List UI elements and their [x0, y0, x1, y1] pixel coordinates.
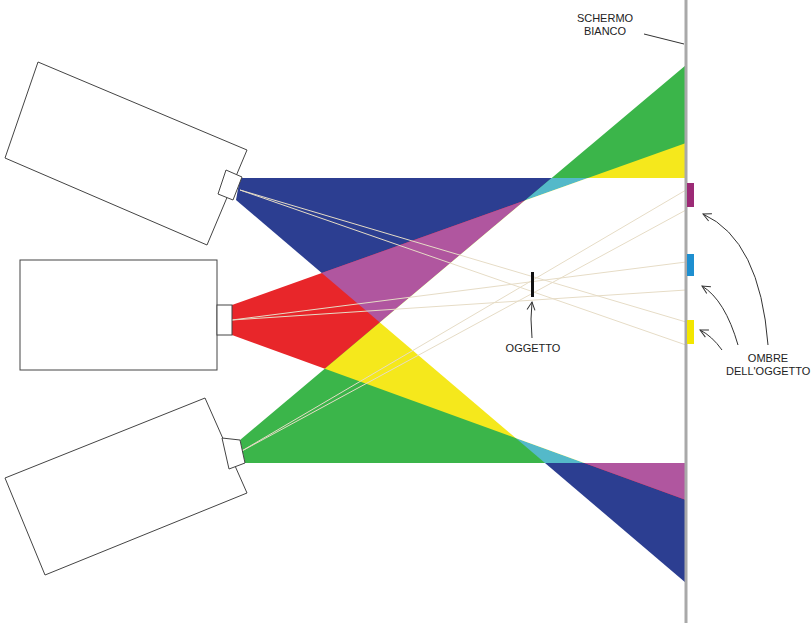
- cyan-overlap: [240, 65, 686, 463]
- green-beam: [240, 65, 686, 463]
- shadow-yellow: [687, 320, 694, 344]
- shadow-label: OMBRE DELL'OGGETTO: [726, 352, 810, 378]
- object-label: OGGETTO: [496, 342, 570, 355]
- projector-top: [5, 62, 247, 245]
- yellow-overlap: [240, 65, 686, 463]
- shadow-leader-magenta: [703, 214, 768, 345]
- lens-middle: [217, 305, 232, 335]
- white-overlap: [240, 65, 686, 463]
- lens-top: [218, 170, 242, 200]
- projector-bottom: [5, 398, 247, 575]
- object-bar: [531, 272, 534, 297]
- shadow-cyan: [687, 254, 694, 276]
- screen-leader: [644, 34, 684, 44]
- shadow-leader-cyan: [702, 286, 738, 345]
- screen-label: SCHERMO BIANCO: [566, 12, 644, 38]
- light-rays: [232, 190, 686, 452]
- shadow-leader-yellow: [700, 330, 722, 350]
- object-leader: [531, 302, 532, 338]
- projector-middle: [20, 260, 217, 370]
- lens-bottom: [222, 438, 245, 469]
- shadow-magenta: [687, 183, 694, 207]
- white-screen: [685, 0, 688, 623]
